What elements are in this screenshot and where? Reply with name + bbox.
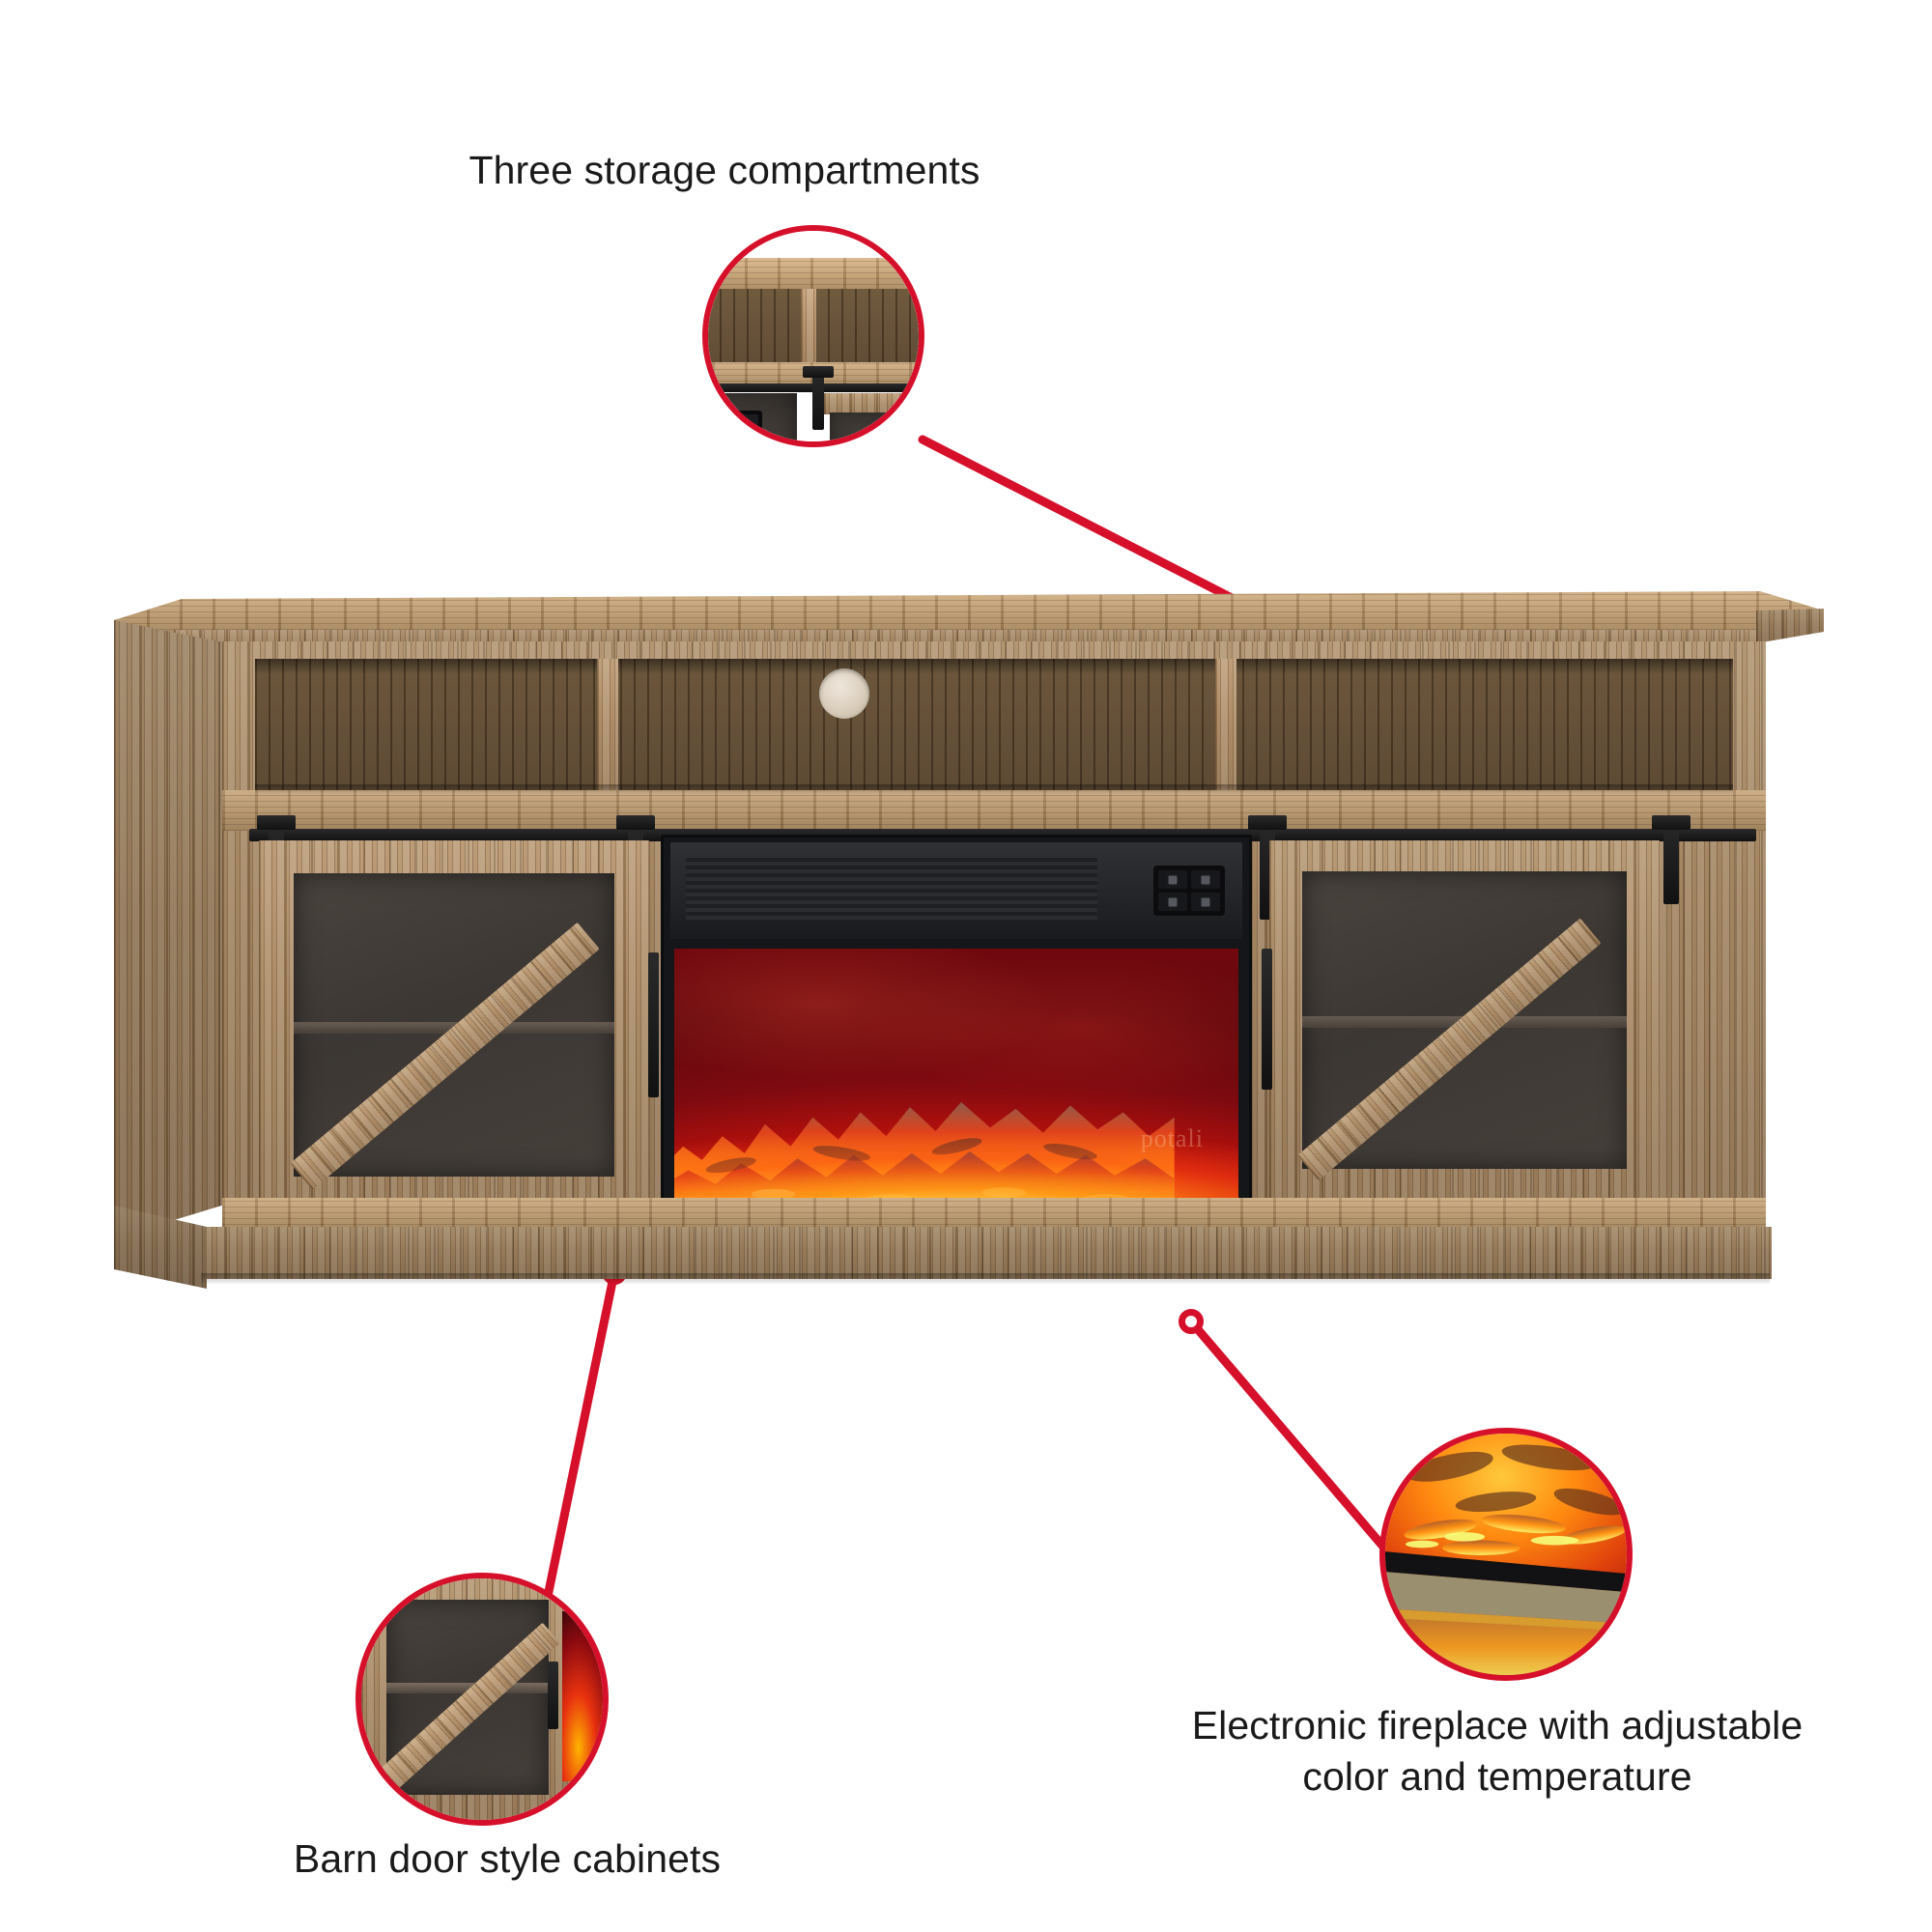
- zoom-rail-bracket: [812, 366, 824, 430]
- base-left-return: [114, 1206, 207, 1289]
- shelf-divider-right: [1215, 659, 1236, 796]
- zoom-fireplace-sliver: [562, 1611, 603, 1781]
- cable-hole: [819, 668, 869, 719]
- base-shadow: [201, 1273, 1770, 1285]
- shelf-back-panel: [255, 659, 1733, 796]
- callout-barn-door-cabinets[interactable]: [355, 1573, 609, 1826]
- fireplace-glass-window: potali: [674, 949, 1238, 1208]
- barn-door-right[interactable]: [1262, 840, 1660, 1200]
- zoom-door-handle: [548, 1662, 558, 1729]
- barn-door-left[interactable]: [259, 840, 659, 1209]
- top-right-edge: [1756, 609, 1824, 643]
- timer-button-icon[interactable]: [1158, 893, 1187, 911]
- rail-bracket-1b: [257, 815, 296, 830]
- base-plinth: [199, 1227, 1772, 1279]
- caption-electric-fireplace: Electronic fireplace with adjustable col…: [1191, 1703, 1804, 1800]
- rail-bracket-4: [1663, 815, 1679, 904]
- rail-bracket-4b: [1652, 815, 1690, 830]
- product-tv-stand: potali: [114, 591, 1824, 1422]
- caption-barn-door-cabinets: Barn door style cabinets: [293, 1836, 722, 1881]
- left-side-panel: [114, 620, 228, 1238]
- shelf-divider-left: [597, 659, 618, 796]
- shelf-floor-rail: [222, 790, 1766, 831]
- zoom-right-door-top: [824, 393, 919, 414]
- door-left-handle[interactable]: [648, 952, 659, 1097]
- zoom-ember-detail: [1385, 1444, 1627, 1675]
- base-rail: [222, 1198, 1766, 1231]
- fireplace-top-bar: [670, 842, 1242, 939]
- caption-storage-compartments: Three storage compartments: [469, 148, 980, 192]
- fireplace-control-panel[interactable]: [1153, 866, 1225, 916]
- zoom-shelf-divider: [801, 289, 816, 366]
- ember-glow: [674, 1098, 1238, 1208]
- shelf-top-shadow: [255, 659, 1733, 674]
- zoom-control-panel: [722, 411, 762, 440]
- zoom-top-slab: [708, 258, 919, 291]
- fireplace-vent-grille: [686, 858, 1097, 922]
- callout-barndoor-image: [361, 1578, 603, 1820]
- power-button-icon[interactable]: [1158, 870, 1187, 889]
- temperature-button-icon[interactable]: [1191, 893, 1220, 911]
- rail-bracket-2b: [616, 815, 655, 830]
- hotspot-dot-fireplace[interactable]: [1179, 1309, 1204, 1334]
- callout-storage-compartments[interactable]: [702, 225, 924, 447]
- callout-storage-image: [708, 231, 919, 441]
- rail-bracket-3b: [1248, 815, 1287, 830]
- callout-electric-fireplace[interactable]: [1379, 1428, 1633, 1681]
- electric-fireplace-insert[interactable]: potali: [661, 835, 1252, 1219]
- image-watermark: potali: [1140, 1124, 1204, 1152]
- top-panel: [114, 591, 1824, 636]
- zoom-door-inner-shelf: [386, 1683, 549, 1693]
- flame-button-icon[interactable]: [1191, 870, 1220, 889]
- zoom-rail-bracket-head: [803, 366, 834, 378]
- zoom-right-door-glass: [830, 412, 919, 441]
- door-right-handle[interactable]: [1262, 949, 1272, 1090]
- callout-fireplace-image: [1385, 1434, 1627, 1675]
- shelf-floor-shadow: [255, 784, 1733, 794]
